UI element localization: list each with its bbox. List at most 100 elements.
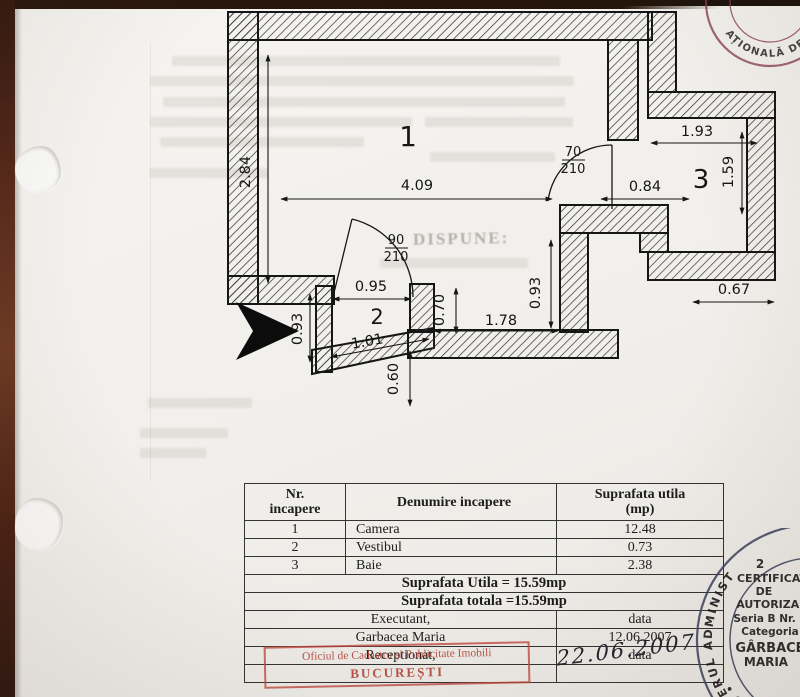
stamp-office-name: Oficiul de Cadastru și Publicitate Imobi… bbox=[301, 647, 492, 663]
dim-entry-slant: 1.01 bbox=[350, 331, 385, 352]
header-suprafata-line2: (mp) bbox=[625, 502, 655, 517]
bleed-through-line bbox=[160, 137, 364, 147]
stamp-outer-ring bbox=[695, 528, 792, 697]
bleed-through-line bbox=[148, 398, 252, 408]
bleed-through-line bbox=[163, 97, 565, 107]
bleed-through-line bbox=[140, 428, 228, 438]
cell-name: Camera bbox=[345, 520, 557, 539]
wall-segment bbox=[559, 232, 589, 333]
table-header-row: Nr. incapere Denumire incapere Suprafata… bbox=[244, 483, 724, 521]
binder-hole-bottom bbox=[15, 498, 63, 550]
wall-segment bbox=[647, 251, 776, 281]
table-row: 3 Baie 2.38 bbox=[244, 556, 724, 575]
stamp-center-text: 2 CERTIFICAT DE AUTORIZAR Seria B Nr. 2 … bbox=[733, 557, 800, 669]
stamp-line-number: 2 bbox=[756, 557, 764, 571]
room-label-vestibul: 2 bbox=[370, 305, 383, 329]
round-stamp-top-right: AȚIONALĂ DE CADA bbox=[665, 0, 800, 68]
stamp-office-city: BUCUREȘTI bbox=[350, 664, 445, 681]
cell-nr: 3 bbox=[244, 556, 346, 575]
cell-nr: 1 bbox=[244, 520, 346, 539]
cadastru-office-stamp: Oficiul de Cadastru și Publicitate Imobi… bbox=[263, 641, 531, 689]
cell-nr: 2 bbox=[244, 538, 346, 557]
header-denumire: Denumire incapere bbox=[345, 483, 557, 521]
dim-door-offset: 0.70 bbox=[432, 294, 448, 326]
room-label-baie: 3 bbox=[693, 165, 710, 195]
photo-dark-edge-top bbox=[0, 0, 800, 9]
bleed-through-line bbox=[430, 152, 555, 162]
door1-height-label: 210 bbox=[384, 250, 409, 265]
wall-segment bbox=[227, 11, 259, 305]
paper-edge-shadow bbox=[15, 0, 22, 697]
receptionat-empty-row bbox=[244, 664, 724, 683]
dim-corridor-width: 0.84 bbox=[629, 179, 661, 195]
bleed-through-rule bbox=[150, 42, 151, 480]
bleed-through-line bbox=[425, 117, 573, 127]
executant-label-row: Executant, data bbox=[244, 610, 724, 629]
dim-nook-height: 0.93 bbox=[528, 277, 544, 309]
floor-plan: 2.84 4.09 1.93 0.84 1.59 0.95 0.70 1.78 … bbox=[227, 11, 776, 407]
receptionat-date-cell bbox=[556, 664, 724, 683]
room-number-labels: 1 2 3 bbox=[370, 120, 709, 329]
stamp-line7: MARIA bbox=[744, 655, 789, 669]
dim-baie-top-width: 1.93 bbox=[681, 124, 713, 140]
entrance-arrow bbox=[236, 302, 299, 360]
areas-table: Nr. incapere Denumire incapere Suprafata… bbox=[244, 483, 724, 683]
dim-entry-height: 0.93 bbox=[290, 313, 306, 345]
wall-segment bbox=[647, 91, 776, 119]
dim-baie-height: 1.59 bbox=[721, 156, 737, 188]
executant-date: 12.06.2007 bbox=[556, 628, 724, 647]
bleed-through-line bbox=[380, 258, 528, 268]
door-leaf bbox=[332, 218, 353, 298]
table-row: 2 Vestibul 0.73 bbox=[244, 538, 724, 557]
walls bbox=[227, 11, 776, 376]
total-generala-row: Suprafata totala =15.59mp bbox=[244, 592, 724, 611]
stamp-line2: DE bbox=[756, 585, 773, 598]
door1-width-label: 90 bbox=[388, 233, 405, 248]
wall-segment bbox=[647, 11, 677, 93]
room-label-camera: 1 bbox=[399, 120, 417, 153]
wall-segment bbox=[746, 117, 776, 253]
table-row: 1 Camera 12.48 bbox=[244, 520, 724, 539]
total-utila: Suprafata Utila = 15.59mp bbox=[244, 574, 724, 593]
bleed-through-line bbox=[150, 76, 574, 86]
stamp-ring-bottom-text: • ON bbox=[722, 683, 754, 697]
wall-segment bbox=[639, 232, 669, 253]
dimension-labels: 2.84 4.09 1.93 0.84 1.59 0.95 0.70 1.78 … bbox=[238, 124, 750, 395]
dim-entry-depth: 0.60 bbox=[386, 363, 402, 395]
door2-width-label: 70 bbox=[565, 145, 582, 160]
header-nr: Nr. incapere bbox=[244, 483, 346, 521]
wall-segment bbox=[409, 283, 435, 333]
dim-vestibul-width: 0.95 bbox=[355, 279, 387, 295]
bleed-through-line bbox=[150, 117, 412, 127]
header-nr-line1: Nr. bbox=[285, 487, 305, 502]
door-arc bbox=[351, 218, 414, 298]
header-suprafata-line1: Suprafata utila bbox=[594, 487, 686, 502]
dim-baie-bottom-width: 0.67 bbox=[718, 282, 750, 298]
stamp-ring-bottom-textpath: • ON bbox=[722, 683, 752, 697]
dim-left-height: 2.84 bbox=[238, 156, 254, 188]
bleed-through-line bbox=[172, 56, 560, 66]
header-suprafata: Suprafata utila (mp) bbox=[556, 483, 724, 521]
total-utila-row: Suprafata Utila = 15.59mp bbox=[244, 574, 724, 593]
round-stamp-bottom-right: MINISTERUL ADMINIST • ON 2 CERTIFICAT DE… bbox=[695, 528, 800, 697]
wall-segment bbox=[227, 11, 653, 41]
wall-segment bbox=[559, 204, 669, 234]
total-generala: Suprafata totala =15.59mp bbox=[244, 592, 724, 611]
binder-hole-top bbox=[15, 146, 61, 192]
dim-nook-width: 1.78 bbox=[485, 313, 517, 329]
dimension-lines bbox=[265, 54, 775, 407]
stamp-line1: CERTIFICAT bbox=[737, 572, 800, 585]
stamp-line3: AUTORIZAR bbox=[736, 598, 800, 611]
wall-segment bbox=[607, 39, 639, 141]
stamp-line6: GÂRBACE bbox=[735, 640, 800, 656]
cell-area: 0.73 bbox=[556, 538, 724, 557]
cell-name: Vestibul bbox=[345, 538, 557, 557]
cell-name: Baie bbox=[345, 556, 557, 575]
wall-segment bbox=[407, 329, 619, 359]
bleed-through-line bbox=[150, 168, 268, 178]
door2-height-label: 210 bbox=[561, 162, 586, 177]
stamp-line5: Categoria bbox=[741, 626, 799, 638]
dim-camera-width: 4.09 bbox=[401, 178, 433, 194]
stamp-line4: Seria B Nr. 2 bbox=[733, 613, 800, 625]
executant-label: Executant, bbox=[244, 610, 557, 629]
